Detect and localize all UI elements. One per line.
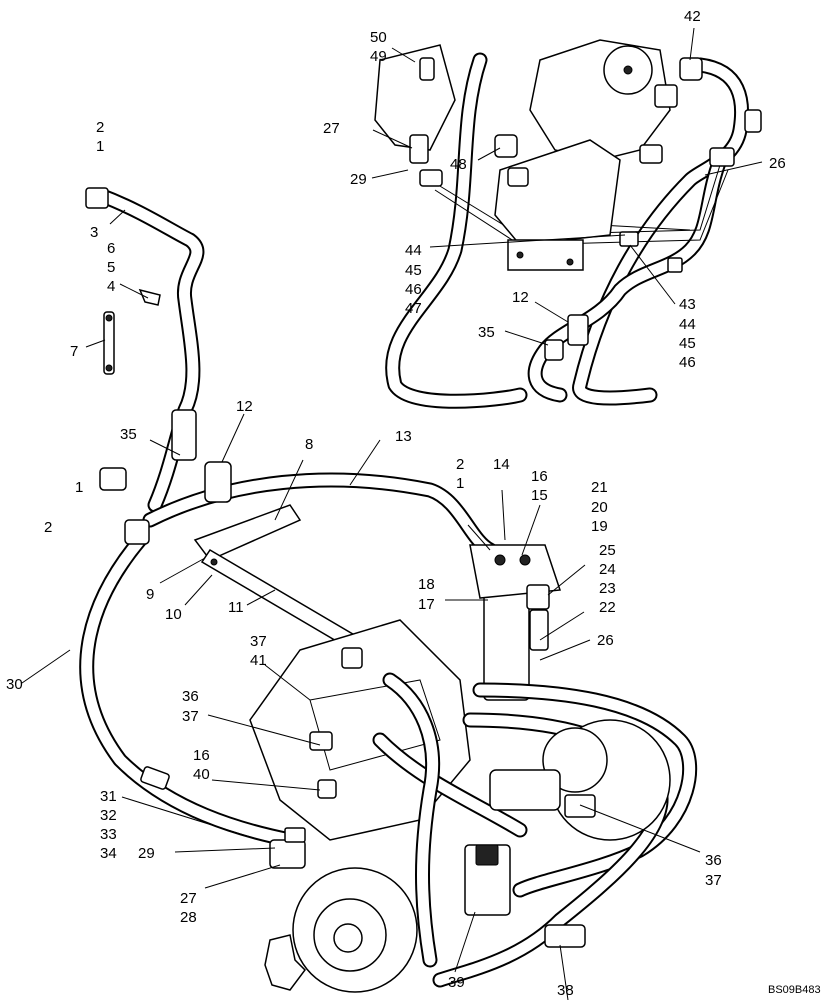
callout-15: 15 xyxy=(531,487,548,504)
callout-16: 16 xyxy=(193,747,210,764)
mounting-bracket xyxy=(193,504,302,561)
callout-24: 24 xyxy=(599,561,616,578)
callout-1: 1 xyxy=(96,138,104,155)
callout-29: 29 xyxy=(138,845,155,862)
callout-19: 19 xyxy=(591,518,608,535)
callout-22: 22 xyxy=(599,599,616,616)
callout-21: 21 xyxy=(591,479,608,496)
callout-36: 36 xyxy=(705,852,722,869)
hose-fitting xyxy=(124,519,150,545)
callout-23: 23 xyxy=(599,580,616,597)
callout-47: 47 xyxy=(405,300,422,317)
left-return-hose xyxy=(85,187,245,513)
callout-45: 45 xyxy=(405,262,422,279)
callout-46: 46 xyxy=(679,354,696,371)
callout-27: 27 xyxy=(323,120,340,137)
callout-37: 37 xyxy=(182,708,199,725)
callout-37: 37 xyxy=(705,872,722,889)
callout-3: 3 xyxy=(90,224,98,241)
callout-33: 33 xyxy=(100,826,117,843)
callout-2: 2 xyxy=(456,456,464,473)
callout-43: 43 xyxy=(679,296,696,313)
callout-44: 44 xyxy=(679,316,696,333)
callout-labels: 2 1 3 6 5 4 7 35 12 1 2 8 13 9 10 11 30 … xyxy=(6,8,786,999)
callout-28: 28 xyxy=(180,909,197,926)
callout-32: 32 xyxy=(100,807,117,824)
callout-2: 2 xyxy=(96,119,104,136)
callout-2: 2 xyxy=(44,519,52,536)
callout-25: 25 xyxy=(599,542,616,559)
callout-12: 12 xyxy=(512,289,529,306)
callout-29: 29 xyxy=(350,171,367,188)
callout-5: 5 xyxy=(107,259,115,276)
callout-26: 26 xyxy=(597,632,614,649)
upper-pump-assembly xyxy=(371,27,763,409)
drawing-reference-number: BS09B483 xyxy=(768,984,821,996)
callout-42: 42 xyxy=(684,8,701,25)
callout-1: 1 xyxy=(456,475,464,492)
callout-26: 26 xyxy=(769,155,786,172)
callout-6: 6 xyxy=(107,240,115,257)
callout-11: 11 xyxy=(228,599,244,616)
callout-44: 44 xyxy=(405,242,422,259)
callout-35: 35 xyxy=(120,426,137,443)
callout-41: 41 xyxy=(250,652,267,669)
callout-36: 36 xyxy=(182,688,199,705)
callout-18: 18 xyxy=(418,576,435,593)
callout-20: 20 xyxy=(591,499,608,516)
callout-46: 46 xyxy=(405,281,422,298)
elbow-fitting xyxy=(269,839,306,869)
callout-35: 35 xyxy=(478,324,495,341)
callout-37: 37 xyxy=(250,633,267,650)
callout-38: 38 xyxy=(557,982,574,999)
callout-40: 40 xyxy=(193,766,210,783)
callout-12: 12 xyxy=(236,398,253,415)
callout-8: 8 xyxy=(305,436,313,453)
callout-7: 7 xyxy=(70,343,78,360)
callout-31: 31 xyxy=(100,788,117,805)
callout-13: 13 xyxy=(395,428,412,445)
hose-clamp xyxy=(138,288,161,306)
clamp-strap xyxy=(103,311,115,375)
callout-16: 16 xyxy=(531,468,548,485)
elbow-fitting xyxy=(204,461,232,503)
callout-10: 10 xyxy=(165,606,182,623)
callout-9: 9 xyxy=(146,586,154,603)
callout-50: 50 xyxy=(370,29,387,46)
callout-45: 45 xyxy=(679,335,696,352)
callout-17: 17 xyxy=(418,596,435,613)
callout-14: 14 xyxy=(493,456,510,473)
hose-fitting xyxy=(85,187,109,209)
callout-1: 1 xyxy=(75,479,83,496)
drive-sprocket xyxy=(264,934,306,991)
callout-34: 34 xyxy=(100,845,117,862)
callout-30: 30 xyxy=(6,676,23,693)
lower-drive-assembly xyxy=(21,439,701,1000)
hose-fitting xyxy=(171,409,197,461)
callout-27: 27 xyxy=(180,890,197,907)
callout-49: 49 xyxy=(370,48,387,65)
callout-39: 39 xyxy=(448,974,465,991)
hose-fitting xyxy=(99,467,127,491)
callout-48: 48 xyxy=(450,156,467,173)
callout-4: 4 xyxy=(107,278,115,295)
